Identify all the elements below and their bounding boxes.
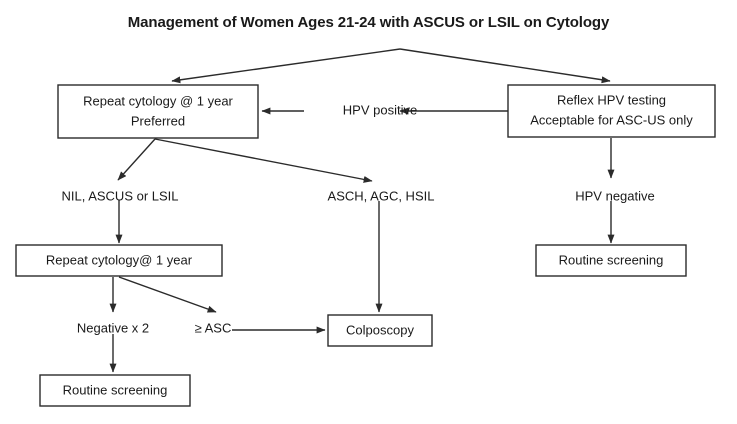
node-layer: Repeat cytology @ 1 year Preferred Refle… bbox=[15, 84, 716, 407]
node-label-routine-screening-right: Routine screening bbox=[559, 252, 664, 267]
label-negative-x-2: Negative x 2 bbox=[77, 320, 149, 335]
node-label-repeat-cytology-1-year: Repeat cytology@ 1 year bbox=[46, 252, 193, 267]
label-hpv-positive: HPV positive bbox=[343, 102, 417, 117]
edge-split-to-reflex-hpv bbox=[399, 48, 611, 84]
edge-repeat-cytology-to-asch bbox=[154, 138, 373, 183]
edge-split-to-repeat-cytology bbox=[171, 48, 401, 84]
label-greater-or-equal-asc: ≥ ASC bbox=[195, 320, 232, 335]
label-nil-ascus-or-lsil: NIL, ASCUS or LSIL bbox=[61, 188, 178, 203]
node-reflex-hpv-testing[interactable]: Reflex HPV testing Acceptable for ASC-US… bbox=[507, 84, 716, 138]
node-label-reflex-hpv-testing-line2: Acceptable for ASC-US only bbox=[530, 112, 693, 127]
node-label-routine-screening-bottom: Routine screening bbox=[63, 382, 168, 397]
node-colposcopy[interactable]: Colposcopy bbox=[327, 314, 433, 347]
node-label-reflex-hpv-testing-line1: Reflex HPV testing bbox=[557, 92, 666, 107]
label-asch-agc-hsil: ASCH, AGC, HSIL bbox=[328, 188, 435, 203]
label-hpv-negative: HPV negative bbox=[575, 188, 655, 203]
edge-repeat-cytology-1-year-to-asc bbox=[118, 276, 217, 313]
node-label-colposcopy: Colposcopy bbox=[346, 322, 414, 337]
page-title: Management of Women Ages 21-24 with ASCU… bbox=[127, 14, 610, 31]
node-label-repeat-cytology-preferred-line2: Preferred bbox=[131, 113, 185, 128]
edge-layer: HPV positive --> Repeat cytology @ 1 yea… bbox=[109, 48, 615, 373]
edge-repeat-cytology-to-nil bbox=[117, 138, 156, 181]
node-routine-screening-bottom[interactable]: Routine screening bbox=[39, 374, 191, 407]
node-label-repeat-cytology-preferred-line1: Repeat cytology @ 1 year bbox=[83, 93, 233, 108]
node-repeat-cytology-preferred[interactable]: Repeat cytology @ 1 year Preferred bbox=[57, 84, 259, 139]
node-repeat-cytology-1-year[interactable]: Repeat cytology@ 1 year bbox=[15, 244, 223, 277]
node-routine-screening-right[interactable]: Routine screening bbox=[535, 244, 687, 277]
